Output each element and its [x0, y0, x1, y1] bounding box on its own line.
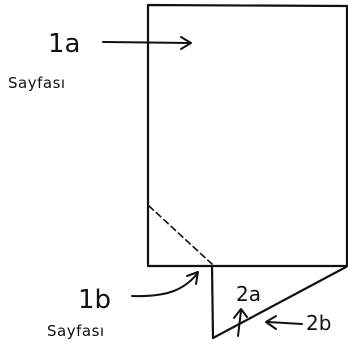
label-page-1a-number: 1a: [48, 29, 80, 59]
arrow-2b-icon: [265, 315, 303, 330]
page-2-flap: [210, 264, 348, 340]
flap-vertical-edge: [210, 264, 215, 340]
page-1a: [146, 3, 348, 268]
arrow-1b-icon: [131, 271, 199, 298]
label-page-1b-number: 1b: [78, 285, 111, 315]
fold-line-dashed: [148, 205, 213, 265]
label-page-1b-word: Sayfası: [47, 322, 105, 340]
arrow-1a-icon: [102, 36, 192, 50]
arrow-2a-icon: [233, 308, 248, 337]
label-page-1a-word: Sayfası: [8, 74, 66, 92]
page-1a-outline: [146, 3, 348, 268]
flap-diagonal-edge: [211, 265, 348, 340]
label-page-2b: 2b: [306, 311, 331, 335]
label-page-2a: 2a: [236, 282, 261, 306]
